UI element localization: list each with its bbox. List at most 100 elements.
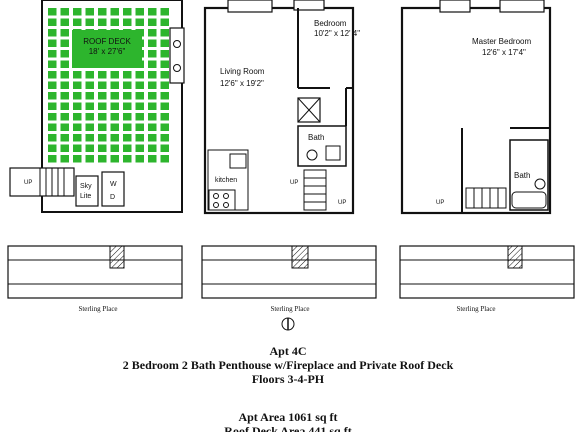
deck-tile — [98, 81, 107, 89]
deck-tile — [123, 18, 132, 26]
deck-tile — [160, 29, 169, 37]
deck-tile — [85, 81, 94, 89]
deck-tile — [148, 155, 157, 163]
deck-tile — [73, 144, 82, 152]
deck-tile — [48, 50, 57, 58]
deck-tile — [98, 92, 107, 100]
deck-tile — [98, 102, 107, 110]
middle-floor-outline — [203, 6, 355, 215]
deck-tile — [148, 123, 157, 131]
deck-tile — [148, 134, 157, 142]
deck-tile — [110, 18, 119, 26]
deck-tile — [160, 92, 169, 100]
deck-tile — [123, 113, 132, 121]
deck-tile — [98, 18, 107, 26]
deck-tile — [85, 144, 94, 152]
deck-tile — [110, 144, 119, 152]
deck-tile — [148, 50, 157, 58]
burner-3 — [213, 202, 219, 208]
deck-tile — [98, 123, 107, 131]
roof-stair-treads — [39, 168, 65, 196]
washer-dryer-box — [101, 171, 125, 207]
deck-tile — [110, 123, 119, 131]
apartment-area: Apt Area 1061 sq ft — [238, 410, 338, 424]
living-room-dims: 12'6" x 19'2" — [220, 79, 264, 88]
deck-tile — [48, 18, 57, 26]
deck-tile — [85, 71, 94, 79]
deck-tile — [60, 50, 69, 58]
deck-tile — [48, 123, 57, 131]
deck-tile — [60, 60, 69, 68]
deck-tile — [60, 29, 69, 37]
floor-plans-drawing: ROOF DECK 18' x 27'6" UP Sky Lite W D — [7, 0, 575, 331]
deck-tile — [98, 134, 107, 142]
deck-tile — [73, 123, 82, 131]
skylite-box — [75, 175, 99, 207]
deck-tile — [60, 123, 69, 131]
deck-tile — [160, 123, 169, 131]
deck-tile — [160, 102, 169, 110]
deck-tile — [48, 29, 57, 37]
deck-tile — [110, 113, 119, 121]
lower-floor-plan: Master Bedroom 12'6" x 17'4" Bath UP — [400, 0, 552, 215]
deck-tile — [135, 123, 144, 131]
deck-tile — [148, 8, 157, 16]
deck-tile — [85, 134, 94, 142]
deck-tile — [98, 113, 107, 121]
deck-tile — [135, 8, 144, 16]
deck-tile — [123, 134, 132, 142]
deck-tile — [73, 8, 82, 16]
deck-tile — [60, 155, 69, 163]
deck-tile — [160, 50, 169, 58]
deck-tile — [148, 92, 157, 100]
deck-tile — [110, 155, 119, 163]
deck-tile — [123, 155, 132, 163]
toilet-icon — [306, 149, 318, 161]
apartment-description: 2 Bedroom 2 Bath Penthouse w/Fireplace a… — [122, 358, 454, 372]
lower-bath-label: Bath — [514, 171, 530, 180]
deck-tile — [60, 18, 69, 26]
apartment-floors: Floors 3-4-PH — [251, 372, 325, 386]
deck-tile — [160, 113, 169, 121]
deck-tile — [148, 60, 157, 68]
deck-tile — [73, 155, 82, 163]
deck-tile — [60, 134, 69, 142]
master-bedroom-dims: 12'6" x 17'4" — [482, 48, 526, 57]
fireplace — [227, 0, 273, 13]
roof-deck-label-bg — [72, 30, 142, 68]
deck-tile — [48, 144, 57, 152]
deck-tile — [98, 144, 107, 152]
burner-2 — [223, 193, 229, 199]
deck-tile — [85, 155, 94, 163]
lower-closet-left — [439, 0, 471, 13]
deck-tile — [135, 134, 144, 142]
deck-tile — [160, 134, 169, 142]
master-bedroom-label: Master Bedroom — [472, 37, 531, 46]
deck-tile — [110, 71, 119, 79]
roof-vent-top — [173, 40, 181, 48]
dryer-label: D — [110, 194, 115, 201]
deck-tile — [60, 113, 69, 121]
deck-tile — [60, 102, 69, 110]
deck-tile — [73, 102, 82, 110]
deck-tile — [48, 71, 57, 79]
lower-toilet-icon — [534, 178, 546, 190]
deck-tile — [48, 102, 57, 110]
deck-tile — [60, 8, 69, 16]
apartment-number: Apt 4C — [269, 344, 307, 358]
deck-tile — [148, 39, 157, 47]
deck-tile — [60, 81, 69, 89]
deck-tile — [148, 71, 157, 79]
deck-tile — [148, 81, 157, 89]
site-unit-marker-middle — [291, 245, 309, 269]
deck-tile — [135, 155, 144, 163]
site-plan-left — [7, 245, 183, 299]
deck-tile — [73, 92, 82, 100]
deck-tile — [60, 39, 69, 47]
deck-tile — [48, 155, 57, 163]
deck-tile — [135, 81, 144, 89]
roof-stair-up-label: UP — [24, 180, 32, 186]
roof-deck-label: ROOF DECK — [83, 37, 131, 46]
roof-stair-block — [9, 167, 75, 197]
